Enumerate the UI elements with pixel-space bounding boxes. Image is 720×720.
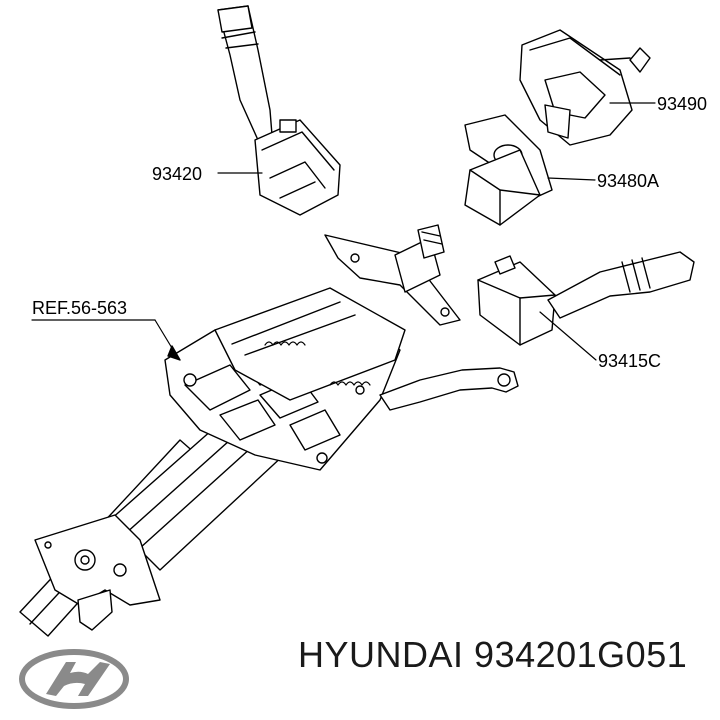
brand-name: HYUNDAI (298, 634, 464, 675)
callout-93480a: 93480A (597, 171, 659, 191)
callout-93415c: 93415C (598, 351, 661, 371)
steering-column-assembly (19, 224, 519, 637)
callout-93420: 93420 (152, 164, 202, 184)
part-caption: HYUNDAI 934201G051 (298, 634, 687, 676)
ref-arrowhead (167, 345, 181, 361)
switch-93420-part (217, 5, 341, 216)
callout-93490: 93490 (657, 94, 707, 114)
clock-spring-93490-part (519, 29, 651, 146)
hyundai-logo-icon (19, 649, 129, 709)
part-93480a (464, 114, 553, 226)
callout-ref: REF.56-563 (32, 298, 127, 318)
switch-93415c-part (477, 251, 695, 346)
part-number: 934201G051 (474, 634, 688, 675)
